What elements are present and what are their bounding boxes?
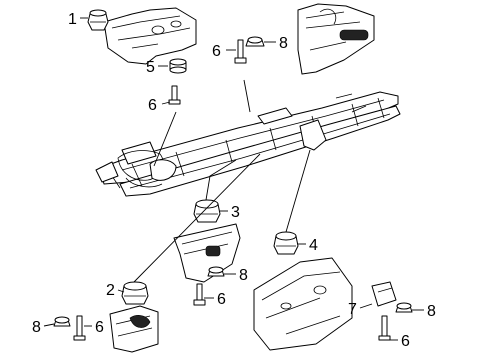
callout-8-lower-left: 8 [32, 319, 41, 336]
bolt-6-center [193, 283, 206, 306]
nut-8-lower-left [53, 316, 71, 327]
callout-6-lower-left: 6 [95, 319, 104, 336]
callout-4: 4 [309, 237, 318, 254]
callout-5: 5 [146, 59, 155, 76]
callout-6-upper-left: 6 [148, 97, 157, 114]
callout-7: 7 [348, 301, 357, 318]
callout-2: 2 [106, 282, 115, 299]
nut-8-center [207, 266, 225, 277]
lower-left-mount-bracket [109, 305, 159, 353]
bolt-6-upper-left [168, 85, 181, 105]
body-mount-cushion-2 [121, 281, 149, 305]
body-mount-cushion-4 [273, 231, 299, 255]
upper-right-mount-plate [297, 3, 375, 75]
bolt-6-upper-right [234, 39, 247, 64]
callout-1: 1 [68, 11, 77, 28]
spacer-5 [169, 58, 187, 74]
frame-assembly [95, 91, 401, 197]
callout-labels: 1 2 3 4 5 6 6 6 6 6 7 8 8 8 8 [32, 11, 436, 350]
lower-right-floor-bracket [253, 257, 353, 351]
callout-6-upper-right: 6 [212, 43, 221, 60]
callout-8-upper-right: 8 [279, 35, 288, 52]
bolt-6-lower-right [378, 315, 391, 341]
center-mount-bracket [173, 223, 241, 283]
callout-8-lower-right: 8 [427, 303, 436, 320]
bolt-6-lower-left [73, 315, 86, 341]
leader-lines [43, 17, 424, 341]
callout-6-center: 6 [217, 291, 226, 308]
front-mount-bracket [103, 7, 197, 65]
nut-8-upper-right [245, 36, 265, 47]
nut-8-lower-right [395, 302, 413, 313]
callout-3: 3 [231, 204, 240, 221]
body-mount-cushion-3 [193, 199, 221, 223]
callout-8-center: 8 [239, 267, 248, 284]
body-mount-bushing-1 [87, 9, 109, 31]
callout-6-lower-right: 6 [401, 333, 410, 350]
bracket-7 [371, 281, 397, 307]
